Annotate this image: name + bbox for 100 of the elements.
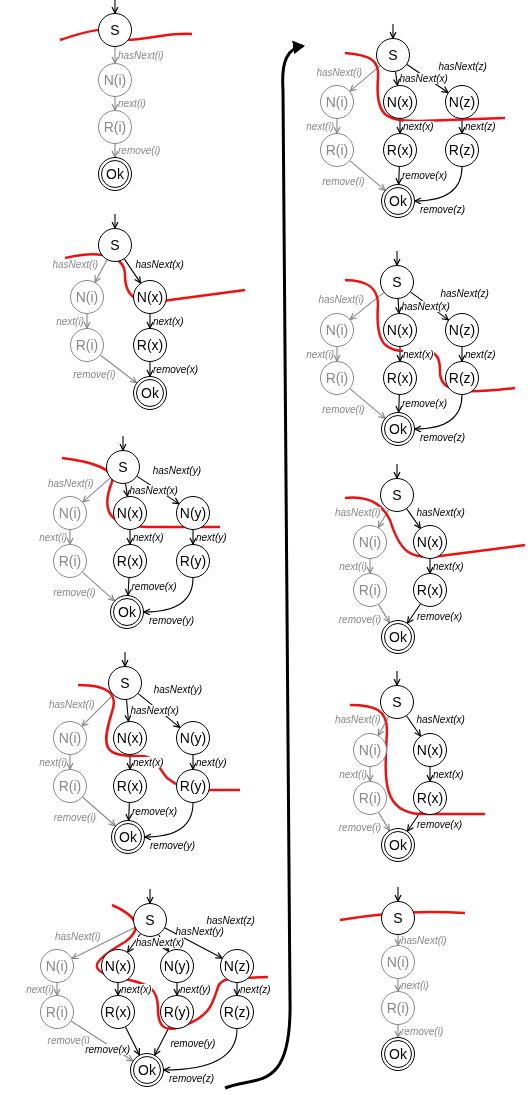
arrow	[163, 1028, 238, 1074]
edge-label: next(x)	[403, 120, 434, 132]
arrow	[122, 483, 131, 497]
edge-label: hasNext(i)	[48, 698, 95, 710]
arrow	[173, 982, 181, 996]
state-circle: N(i)	[70, 280, 104, 314]
arrow	[144, 802, 194, 841]
state-circle: R(i)	[353, 573, 387, 607]
state-circle: R(x)	[383, 361, 417, 395]
edge-label: remove(x)	[417, 610, 462, 622]
accept-state-circle: Ok	[130, 1053, 164, 1087]
state-circle: N(x)	[413, 525, 447, 559]
arrow	[333, 346, 341, 362]
arrow	[426, 766, 434, 782]
state-circle: S	[380, 685, 414, 719]
accept-state-circle: Ok	[381, 1037, 415, 1071]
state-circle: N(x)	[113, 721, 147, 755]
arrow	[394, 886, 402, 902]
edge-label: hasNext(z)	[206, 915, 255, 926]
arrow	[233, 982, 241, 996]
edge-label: remove(i)	[47, 1035, 90, 1047]
arrow	[189, 529, 197, 545]
arrow	[458, 346, 466, 362]
arrow	[189, 754, 197, 770]
state-circle: R(i)	[53, 769, 87, 803]
arrow	[393, 670, 401, 686]
state-circle: N(i)	[53, 721, 87, 755]
edge-label: next(i)	[306, 120, 334, 132]
edge-label: next(x)	[403, 348, 434, 360]
edge-label: next(i)	[118, 98, 146, 109]
edge-label: next(i)	[306, 348, 334, 360]
arrow	[333, 118, 341, 134]
arrow	[111, 143, 119, 158]
state-circle: N(x)	[383, 313, 417, 347]
state-circle: R(x)	[383, 133, 417, 167]
arrow	[394, 1024, 402, 1038]
arrow	[349, 388, 386, 419]
edge-label: remove(x)	[417, 818, 462, 830]
state-circle: N(i)	[353, 733, 387, 767]
edge-label: next(i)	[26, 983, 54, 995]
arrow	[111, 96, 119, 111]
arrow	[123, 258, 142, 284]
state-circle: R(i)	[98, 110, 132, 144]
arrow	[71, 927, 136, 960]
edge-label: next(x)	[153, 315, 184, 327]
state-circle: N(x)	[101, 949, 135, 983]
arrow	[124, 577, 132, 596]
edge-label: remove(i)	[401, 1025, 444, 1037]
state-circle: R(i)	[320, 361, 354, 395]
state-circle: R(x)	[113, 544, 147, 578]
edge-label: next(i)	[39, 531, 67, 543]
state-circle: R(i)	[53, 544, 87, 578]
edge-label: remove(i)	[53, 811, 96, 823]
arrow	[126, 529, 134, 545]
edge-label: hasNext(x)	[399, 73, 448, 84]
edge-label: next(y)	[180, 983, 211, 995]
state-circle: N(z)	[220, 949, 254, 983]
edge-label: next(x)	[121, 983, 152, 995]
edge-label: next(i)	[39, 756, 67, 768]
arrow	[111, 213, 119, 229]
arrow	[366, 558, 374, 574]
arrow	[111, 46, 119, 64]
state-circle: S	[380, 265, 414, 299]
arrow	[378, 812, 390, 831]
edge-label: hasNext(x)	[135, 936, 185, 948]
arrow	[99, 354, 138, 384]
state-circle: N(i)	[320, 313, 354, 347]
arrow	[146, 361, 154, 377]
edge-label: remove(i)	[338, 613, 381, 625]
arrow	[126, 754, 134, 770]
state-circle: N(i)	[353, 525, 387, 559]
edge-label: remove(x)	[131, 581, 177, 592]
arrow	[377, 509, 390, 528]
arrow	[406, 715, 421, 737]
edge-label: hasNext(i)	[334, 714, 381, 725]
arrow	[83, 313, 91, 329]
arrow	[82, 571, 115, 602]
arrow	[349, 292, 385, 320]
state-circle: R(i)	[70, 328, 104, 362]
edge-label: hasNext(i)	[47, 478, 94, 489]
arrow	[396, 346, 404, 362]
state-circle: N(i)	[381, 945, 415, 979]
state-circle: R(x)	[413, 781, 447, 815]
edge-label: remove(i)	[338, 821, 381, 833]
edge-label: next(y)	[196, 531, 227, 543]
edge-label: hasNext(x)	[130, 705, 179, 716]
edge-label: next(y)	[196, 756, 227, 768]
edge-label: remove(y)	[149, 615, 194, 626]
arrow	[66, 529, 74, 545]
edge-label: hasNext(i)	[54, 931, 101, 942]
state-circle: R(x)	[113, 769, 147, 803]
edge-label: hasNext(i)	[316, 66, 362, 78]
edge-label: hasNext(y)	[175, 926, 224, 937]
arrow	[394, 934, 402, 946]
state-circle: R(y)	[176, 544, 210, 578]
state-circle: R(y)	[176, 769, 210, 803]
edge-label: hasNext(i)	[334, 506, 381, 518]
edge-label: remove(i)	[322, 403, 365, 415]
edge-label: next(x)	[433, 560, 464, 572]
edge-label: remove(y)	[170, 1038, 216, 1050]
